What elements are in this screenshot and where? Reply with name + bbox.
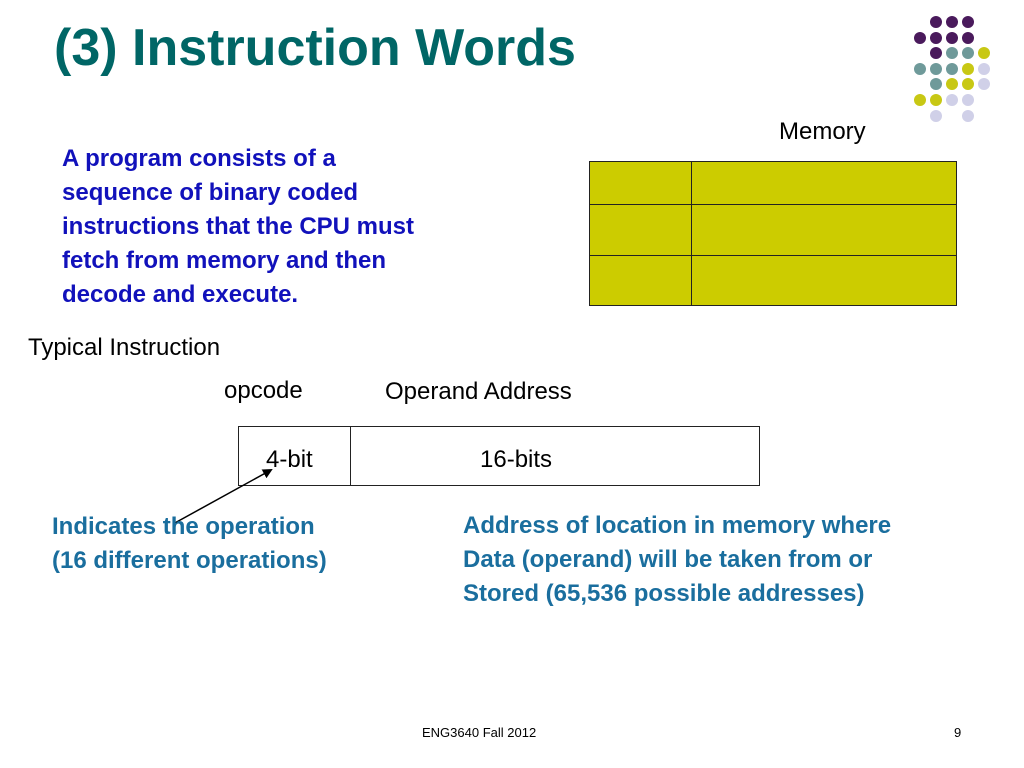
- dot-olive: [930, 94, 942, 106]
- opcode-field: 4-bit: [239, 427, 351, 485]
- memory-cell: [589, 161, 692, 205]
- opcode-bits: 4-bit: [266, 446, 313, 473]
- operand-note-line: Address of location in memory where: [463, 512, 892, 539]
- dot-teal: [946, 63, 958, 75]
- dot-teal: [946, 47, 958, 59]
- memory-row: [589, 161, 957, 205]
- intro-line: decode and execute.: [62, 281, 299, 308]
- memory-diagram: [589, 161, 957, 306]
- dot-lavender: [962, 94, 974, 106]
- memory-row: [589, 255, 957, 306]
- dot-olive: [914, 94, 926, 106]
- memory-cell: [589, 255, 692, 306]
- opcode-note-line: Indicates the operation: [52, 513, 315, 540]
- memory-cell: [589, 204, 692, 256]
- dot-olive: [946, 78, 958, 90]
- decorative-dot-grid: [0, 0, 1024, 140]
- dot-lavender: [978, 63, 990, 75]
- dot-olive: [962, 63, 974, 75]
- dot-purple: [962, 16, 974, 28]
- intro-line: sequence of binary coded: [62, 179, 359, 206]
- operand-note-line: Stored (65,536 possible addresses): [463, 580, 865, 607]
- dot-purple: [946, 16, 958, 28]
- dot-olive: [962, 78, 974, 90]
- operand-description: Address of location in memory where Data…: [463, 509, 891, 611]
- dot-purple: [946, 32, 958, 44]
- dot-olive: [978, 47, 990, 59]
- intro-line: fetch from memory and then: [62, 247, 387, 274]
- opcode-label: opcode: [224, 377, 303, 404]
- operand-field: 16-bits: [351, 427, 759, 485]
- dot-purple: [930, 47, 942, 59]
- dot-lavender: [930, 110, 942, 122]
- dot-lavender: [946, 94, 958, 106]
- dot-purple: [930, 16, 942, 28]
- memory-label: Memory: [779, 118, 866, 145]
- operand-bits: 16-bits: [480, 446, 553, 473]
- intro-paragraph: A program consists of a sequence of bina…: [62, 142, 502, 312]
- intro-line: A program consists of a: [62, 145, 336, 172]
- footer-page-number: 9: [954, 725, 962, 740]
- typical-instruction-label: Typical Instruction: [28, 334, 221, 361]
- dot-purple: [914, 32, 926, 44]
- dot-lavender: [978, 78, 990, 90]
- slide-title: (3) Instruction Words: [54, 19, 576, 77]
- opcode-description: Indicates the operation (16 different op…: [52, 510, 327, 578]
- dot-lavender: [962, 110, 974, 122]
- operand-address-label: Operand Address: [385, 378, 572, 405]
- dot-teal: [962, 47, 974, 59]
- dot-purple: [962, 32, 974, 44]
- memory-cell: [691, 204, 957, 256]
- dot-teal: [914, 63, 926, 75]
- intro-line: instructions that the CPU must: [62, 213, 415, 240]
- dot-teal: [930, 78, 942, 90]
- instruction-word-box: 4-bit 16-bits: [238, 426, 760, 486]
- memory-cell: [691, 255, 957, 306]
- memory-cell: [691, 161, 957, 205]
- pointer-arrow-icon: [172, 469, 273, 525]
- memory-row: [589, 204, 957, 256]
- dot-teal: [930, 63, 942, 75]
- dot-purple: [930, 32, 942, 44]
- operand-note-line: Data (operand) will be taken from or: [463, 546, 873, 573]
- opcode-note-line: (16 different operations): [52, 547, 327, 574]
- footer-course: ENG3640 Fall 2012: [422, 725, 537, 740]
